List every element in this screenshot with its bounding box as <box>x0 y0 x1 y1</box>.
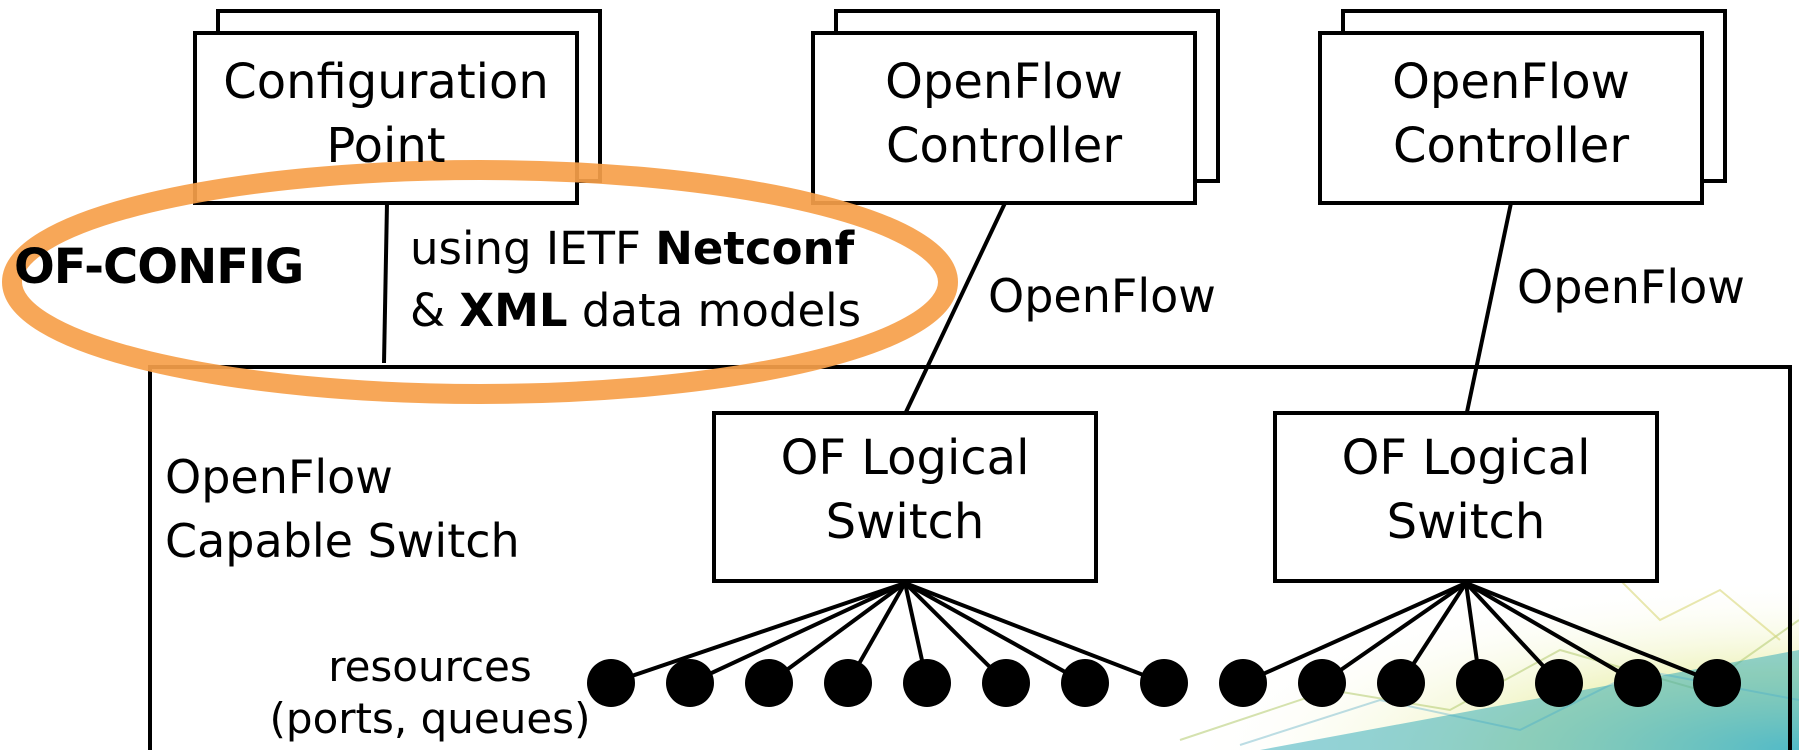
resource-link <box>1464 581 1640 685</box>
resource-link <box>767 581 907 685</box>
openflow-controller-1-node <box>811 9 1220 205</box>
controller-1-line1: OpenFlow <box>885 54 1123 110</box>
resource-link <box>904 581 1086 685</box>
openflow-controller-2-label: OpenFlow Controller <box>1320 50 1702 178</box>
resources-group <box>587 581 1741 707</box>
of-config-description-line1: using IETF Netconf <box>410 218 861 280</box>
resource-port-dot <box>1614 659 1662 707</box>
of-config-label: OF-CONFIG <box>14 239 304 295</box>
resource-link <box>610 581 906 685</box>
resource-link <box>1320 581 1468 685</box>
configuration-point-line2: Point <box>326 118 446 174</box>
resources-label: resources (ports, queues) <box>255 641 605 745</box>
resource-port-dot <box>587 659 635 707</box>
resource-port-dot <box>1219 659 1267 707</box>
logical-switch-2-line2: Switch <box>1386 494 1546 550</box>
of-config-highlight-ellipse <box>2 160 958 404</box>
configuration-point-label: Configuration Point <box>195 50 577 178</box>
controller-2-line1: OpenFlow <box>1392 54 1630 110</box>
logical-switch-1-label: OF Logical Switch <box>714 426 1096 554</box>
openflow-link-1-label: OpenFlow <box>988 269 1216 323</box>
resource-port-dot <box>666 659 714 707</box>
resource-port-dot <box>1456 659 1504 707</box>
resource-port-dot <box>1535 659 1583 707</box>
resource-port-dot <box>745 659 793 707</box>
of-config-description-line2: & XML data models <box>410 280 861 342</box>
openflow-controller-1-label: OpenFlow Controller <box>813 50 1195 178</box>
openflow-controller-2-node <box>1318 9 1727 205</box>
of-config-link <box>382 202 389 364</box>
logical-switch-2-box <box>1273 411 1659 583</box>
logical-switch-1-line2: Switch <box>825 494 985 550</box>
openflow-link-1 <box>904 202 1007 413</box>
resource-port-dot <box>982 659 1030 707</box>
data-models-text: data models <box>567 284 862 337</box>
resource-port-dot <box>1298 659 1346 707</box>
logical-switch-2-label: OF Logical Switch <box>1275 426 1657 554</box>
xml-text: XML <box>459 284 568 337</box>
openflow-link-2 <box>1465 202 1513 413</box>
logical-switch-1-box <box>712 411 1098 583</box>
capable-switch-label: OpenFlow Capable Switch <box>165 445 520 573</box>
of-config-description: using IETF Netconf & XML data models <box>410 218 861 342</box>
resource-port-dot <box>1693 659 1741 707</box>
logical-switch-1-line1: OF Logical <box>780 430 1030 486</box>
resource-link <box>1465 581 1718 685</box>
capable-switch-box <box>148 365 1792 750</box>
resource-port-dot <box>1140 659 1188 707</box>
resource-link <box>689 581 906 685</box>
resource-port-dot <box>1377 659 1425 707</box>
resource-port-dot <box>903 659 951 707</box>
controller-2-line2: Controller <box>1392 118 1630 174</box>
resource-port-dot <box>824 659 872 707</box>
ampersand-text: & <box>410 284 460 337</box>
resources-line2: (ports, queues) <box>269 694 591 743</box>
netconf-text: Netconf <box>655 222 855 275</box>
resource-port-dot <box>1061 659 1109 707</box>
resources-line1: resources <box>328 642 532 691</box>
logical-switch-2-line1: OF Logical <box>1341 430 1591 486</box>
resource-link <box>904 581 1165 685</box>
resource-link <box>1242 581 1467 685</box>
controller-1-line2: Controller <box>885 118 1123 174</box>
capable-switch-line1: OpenFlow <box>165 450 393 504</box>
configuration-point-line1: Configuration <box>223 54 549 110</box>
openflow-link-2-label: OpenFlow <box>1517 260 1745 314</box>
using-ietf-text: using IETF <box>410 222 656 275</box>
capable-switch-line2: Capable Switch <box>165 514 520 568</box>
